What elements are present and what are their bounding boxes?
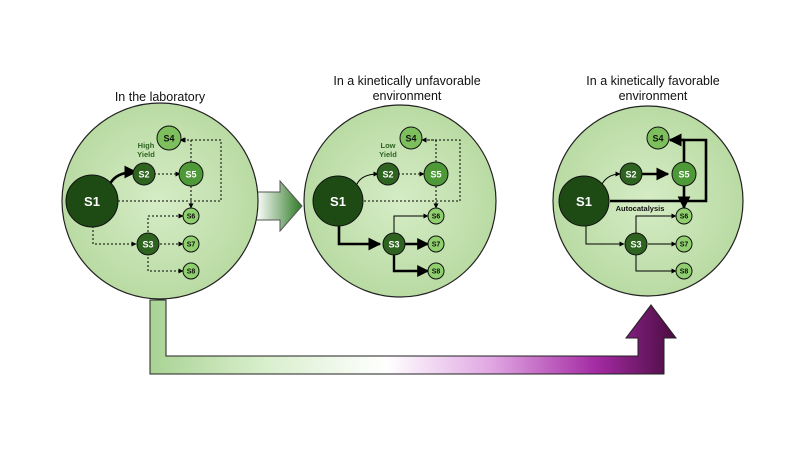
node-s2 [619, 162, 643, 186]
node-s5-label: S5 [185, 170, 196, 180]
node-s8 [675, 262, 693, 280]
node-s7-label: S7 [432, 242, 441, 249]
node-s5 [178, 161, 204, 187]
panel-title-laboratory: In the laboratory [114, 90, 206, 104]
bottom-transition-arrow [149, 299, 678, 375]
node-s6 [427, 207, 445, 225]
node-s1 [65, 174, 119, 228]
node-s5-label: S5 [430, 170, 441, 180]
panel-favorable: S1 S2 S3 S4 S5 S6 S7 S8 Autocatalysis [552, 105, 744, 297]
node-s7 [675, 235, 693, 253]
node-s6 [182, 207, 200, 225]
node-s6-label: S6 [680, 214, 689, 221]
panel-title-favorable: In a kinetically favorable environment [586, 74, 720, 103]
node-s3 [624, 232, 648, 256]
node-s5-label: S5 [678, 170, 689, 180]
node-s4 [156, 125, 182, 151]
node-s8-label: S8 [432, 269, 441, 276]
node-s2 [132, 162, 156, 186]
node-s5 [423, 161, 449, 187]
node-s4 [399, 126, 423, 150]
node-s2-label: S2 [625, 170, 636, 180]
node-s3-label: S3 [630, 240, 641, 250]
transition-arrow-icon [255, 179, 303, 233]
node-s8-label: S8 [187, 269, 196, 276]
node-s2 [376, 162, 400, 186]
node-s3-label: S3 [388, 240, 399, 250]
node-s4-label: S4 [163, 134, 174, 144]
node-s1-label: S1 [84, 194, 100, 209]
node-s7-label: S7 [187, 242, 196, 249]
node-s1-label: S1 [330, 194, 346, 209]
node-s3-label: S3 [142, 240, 153, 250]
node-s3 [382, 232, 406, 256]
node-s3 [136, 232, 160, 256]
node-s6 [675, 207, 693, 225]
node-s8 [182, 262, 200, 280]
annotation-autocatalysis: Autocatalysis [616, 204, 665, 213]
node-s4-label: S4 [652, 134, 663, 144]
node-s5 [671, 161, 697, 187]
node-s4-label: S4 [405, 134, 416, 144]
node-s1 [558, 175, 610, 227]
node-s7 [182, 235, 200, 253]
node-s8 [427, 262, 445, 280]
node-s7 [427, 235, 445, 253]
node-s6-label: S6 [432, 214, 441, 221]
node-s1-label: S1 [576, 194, 592, 209]
node-s7-label: S7 [680, 242, 689, 249]
node-s1 [312, 175, 364, 227]
node-s2-label: S2 [138, 170, 149, 180]
node-s8-label: S8 [680, 269, 689, 276]
node-s4 [646, 126, 670, 150]
panel-title-unfavorable: In a kinetically unfavorable environment [333, 74, 481, 103]
node-s2-label: S2 [382, 170, 393, 180]
node-s6-label: S6 [187, 214, 196, 221]
